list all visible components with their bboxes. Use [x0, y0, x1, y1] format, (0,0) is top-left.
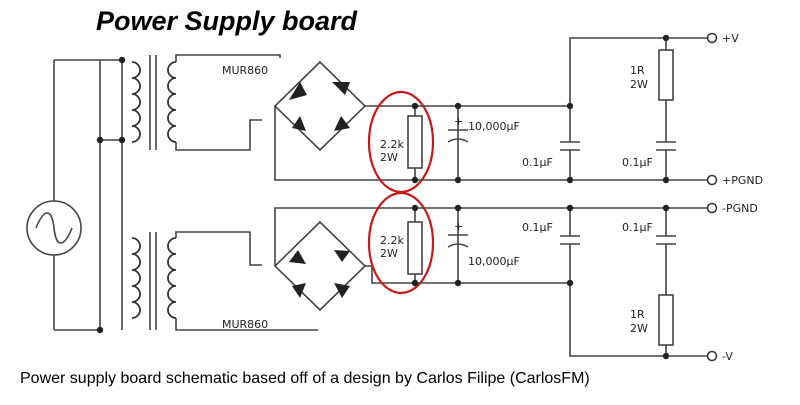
figure-caption: Power supply board schematic based off o… [20, 370, 590, 387]
reservoir-cap-top-label: 10,000µF [468, 120, 520, 133]
bleeder-top-value: 2.2k [380, 138, 404, 151]
cap-plus-top: + [454, 115, 463, 128]
bridge-rectifier-bottom [273, 207, 415, 312]
terminal-label-neg-gnd: -PGND [722, 202, 758, 215]
secondary-wiring [175, 54, 318, 331]
diode-label-bottom: MUR860 [222, 318, 268, 331]
junction-dots [96, 34, 670, 360]
bleeder-resistor-top [407, 106, 423, 180]
small-cap-bottom1-label: 0.1µF [522, 221, 553, 234]
highlight-ellipse-bottom [367, 191, 435, 295]
output-terminals [706, 32, 718, 362]
output-res-top-value: 1R [630, 64, 645, 77]
rails [415, 37, 708, 357]
terminal-pos-gnd [706, 174, 718, 186]
small-cap-bottom2-label: 0.1µF [622, 221, 653, 234]
bleeder-top-power: 2W [380, 151, 398, 164]
diode-label-top: MUR860 [222, 64, 268, 77]
terminal-neg-v [706, 350, 718, 362]
terminal-label-pos-v: +V [722, 32, 739, 45]
output-resistors [658, 38, 674, 356]
output-res-top-power: 2W [630, 78, 648, 91]
cap-plus-bottom: + [454, 220, 463, 233]
small-cap-top2-label: 0.1µF [622, 156, 653, 169]
reservoir-cap-top [447, 129, 469, 143]
bridge-rectifier-top [273, 60, 415, 181]
small-caps [560, 106, 676, 283]
terminal-label-pos-gnd: +PGND [722, 174, 763, 187]
bleeder-bottom-value: 2.2k [380, 234, 404, 247]
reservoir-cap-bottom-label: 10,000µF [468, 255, 520, 268]
output-res-bottom-value: 1R [630, 308, 645, 321]
bleeder-resistor-bottom [407, 208, 423, 283]
bleeder-bottom-power: 2W [380, 247, 398, 260]
transformer-bottom [131, 232, 177, 330]
terminal-label-neg-v: -V [722, 350, 733, 363]
diagram-title: Power Supply board [96, 6, 358, 36]
transformer-top [131, 55, 177, 150]
ac-source [26, 60, 82, 330]
terminal-neg-gnd [706, 202, 718, 214]
primary-wiring [54, 59, 123, 331]
reservoir-cap-bottom [447, 234, 469, 248]
terminal-pos-v [706, 32, 718, 44]
small-cap-top1-label: 0.1µF [522, 156, 553, 169]
output-res-bottom-power: 2W [630, 322, 648, 335]
